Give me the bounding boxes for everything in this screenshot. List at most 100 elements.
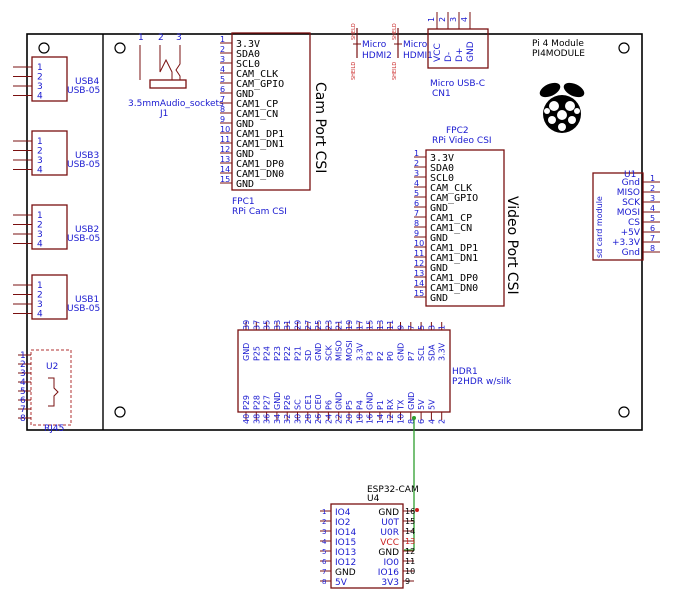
esp32-left-pin-number: 6 bbox=[322, 558, 327, 566]
module-title: Pi 4 Module bbox=[532, 39, 584, 49]
header-top-pin-number: 25 bbox=[314, 320, 323, 330]
rj45-pin-number: 4 bbox=[20, 378, 26, 388]
usb-pin-number: 3 bbox=[37, 156, 43, 166]
csi-pin-number: 15 bbox=[220, 175, 230, 184]
csi-pin-number: 11 bbox=[220, 135, 230, 144]
audio-pin-1: 1 bbox=[138, 33, 144, 43]
header-top-pin-label: P23 bbox=[273, 346, 282, 361]
csi-signal-label: SCL0 bbox=[236, 59, 260, 70]
csi-pin-number: 10 bbox=[220, 125, 230, 134]
usb-port-part: USB-05 bbox=[67, 160, 100, 170]
esp32-right-signal: U0T bbox=[381, 518, 399, 528]
header-bottom-pin-label: P29 bbox=[242, 395, 251, 410]
header-bottom-pin-label: P27 bbox=[263, 395, 272, 410]
usbc-signal-label: VCC bbox=[433, 43, 443, 62]
header-bottom-pin-number: 32 bbox=[283, 414, 292, 424]
header-bottom-pin-label: 5V bbox=[417, 399, 426, 410]
header-bottom-pin-number: 26 bbox=[314, 414, 323, 424]
csi-signal-label: CAM1_DN0 bbox=[430, 283, 478, 294]
usb-port-body bbox=[31, 56, 68, 102]
header-top-pin-label: P25 bbox=[252, 346, 261, 361]
header-top-pin-number: 37 bbox=[252, 320, 261, 330]
csi-pin-number: 9 bbox=[414, 229, 419, 238]
usbc-signal-label: D+ bbox=[455, 48, 465, 62]
usbc-signal-label: GND bbox=[466, 41, 476, 62]
esp32-left-signal: IO14 bbox=[335, 528, 356, 538]
usb-port-part: USB-05 bbox=[67, 234, 100, 244]
csi-signal-label: CAM1_DP1 bbox=[236, 129, 284, 140]
usb-pin-number: 2 bbox=[37, 221, 43, 231]
header-bottom-pin-number: 10 bbox=[397, 414, 406, 424]
sd-pin-number: 5 bbox=[650, 214, 655, 223]
usb-pin-number: 1 bbox=[37, 63, 43, 73]
usb-port-name: USB1 bbox=[75, 295, 99, 305]
usbc-name: Micro USB-C bbox=[430, 79, 485, 89]
header-bottom-pin-label: GND bbox=[335, 392, 344, 410]
csi-signal-label: SDA0 bbox=[430, 163, 454, 174]
esp32-right-signal: IO16 bbox=[378, 568, 399, 578]
cam-port-body bbox=[231, 32, 311, 191]
header-top-pin-label: SD bbox=[304, 350, 313, 361]
header-top-pin-label: SDA bbox=[427, 344, 436, 361]
usb-pin-number: 2 bbox=[37, 73, 43, 83]
csi-pin-number: 1 bbox=[414, 149, 419, 158]
usbc-pin-number: 4 bbox=[460, 17, 469, 22]
esp32-left-signal: IO13 bbox=[335, 548, 356, 558]
csi-signal-label: CAM_GPIO bbox=[236, 79, 284, 90]
sd-signal-label: Gnd bbox=[622, 248, 640, 258]
esp32-right-signal: IO0 bbox=[384, 558, 400, 568]
mount-hole-tl bbox=[38, 42, 50, 54]
header-top-pin-label: MOSI bbox=[345, 340, 354, 361]
csi-pin-number: 4 bbox=[220, 65, 225, 74]
esp32-left-signal: IO12 bbox=[335, 558, 356, 568]
usbc-pin-number: 1 bbox=[427, 17, 436, 22]
csi-signal-label: SDA0 bbox=[236, 49, 260, 60]
hdmi-connectors: SHELDSHEILDMicroHDMI2SHELDSHEILDMicroHDM… bbox=[351, 23, 433, 80]
header-bottom-pin-label: GND bbox=[407, 392, 416, 410]
mount-hole-tr bbox=[618, 42, 630, 54]
sd-signal-label: Gnd bbox=[622, 178, 640, 188]
esp32-body bbox=[330, 503, 404, 589]
wire-junction bbox=[412, 416, 416, 420]
csi-signal-label: GND bbox=[236, 89, 254, 100]
hdmi-name-line2: HDMI2 bbox=[362, 51, 392, 61]
csi-pin-number: 3 bbox=[414, 169, 419, 178]
csi-signal-label: CAM1_DN0 bbox=[236, 169, 284, 180]
csi-pin-number: 14 bbox=[220, 165, 230, 174]
hdmi-pin-label: SHELD bbox=[351, 23, 357, 40]
esp32-right-signal: 3V3 bbox=[381, 578, 399, 588]
csi-pin-number: 8 bbox=[220, 105, 225, 114]
usb-port-part: USB-05 bbox=[67, 86, 100, 96]
header-bottom-pin-label: CE0 bbox=[314, 394, 323, 410]
header-top-pin-number: 15 bbox=[366, 320, 375, 330]
sd-pin-number: 7 bbox=[650, 234, 655, 243]
header-top-pin-label: GND bbox=[242, 343, 251, 361]
sd-signal-label: CS bbox=[628, 218, 640, 228]
raspberry-logo-icon bbox=[539, 82, 585, 133]
csi-signal-label: GND bbox=[430, 203, 448, 214]
hdmi-name: Micro bbox=[362, 40, 387, 50]
header-bottom-pin-number: 14 bbox=[376, 414, 385, 424]
csi-signal-label: CAM1_CN bbox=[236, 109, 278, 120]
esp32-right-signal: VCC bbox=[380, 538, 399, 548]
sd-card-body bbox=[592, 172, 644, 261]
gpio-header-pins: 39GND37P2535P2433P2331P2229P2127SD25GND2… bbox=[242, 320, 447, 424]
esp32-left-pin-number: 7 bbox=[322, 568, 326, 576]
sd-signal-label: SCK bbox=[622, 198, 641, 208]
csi-signal-label: GND bbox=[430, 233, 448, 244]
hdmi-shield-label: SHEILD bbox=[392, 62, 398, 80]
header-bottom-pin-label: 5V bbox=[427, 399, 436, 410]
csi-signal-label: CAM1_CP bbox=[430, 213, 472, 224]
header-bottom-pin-number: 28 bbox=[304, 414, 313, 424]
csi-pin-number: 15 bbox=[414, 289, 424, 298]
header-top-pin-number: 33 bbox=[273, 320, 282, 330]
header-bottom-pin-label: P1 bbox=[376, 400, 385, 410]
gpio-header-body bbox=[237, 329, 451, 413]
header-bottom-pin-number: 2 bbox=[438, 419, 447, 424]
audio-pin-3: 3 bbox=[176, 33, 182, 43]
cam-port-ref: FPC1 bbox=[232, 197, 255, 207]
header-top-pin-number: 19 bbox=[345, 320, 354, 330]
csi-pin-number: 1 bbox=[220, 35, 225, 44]
header-bottom-pin-number: 34 bbox=[273, 414, 282, 424]
